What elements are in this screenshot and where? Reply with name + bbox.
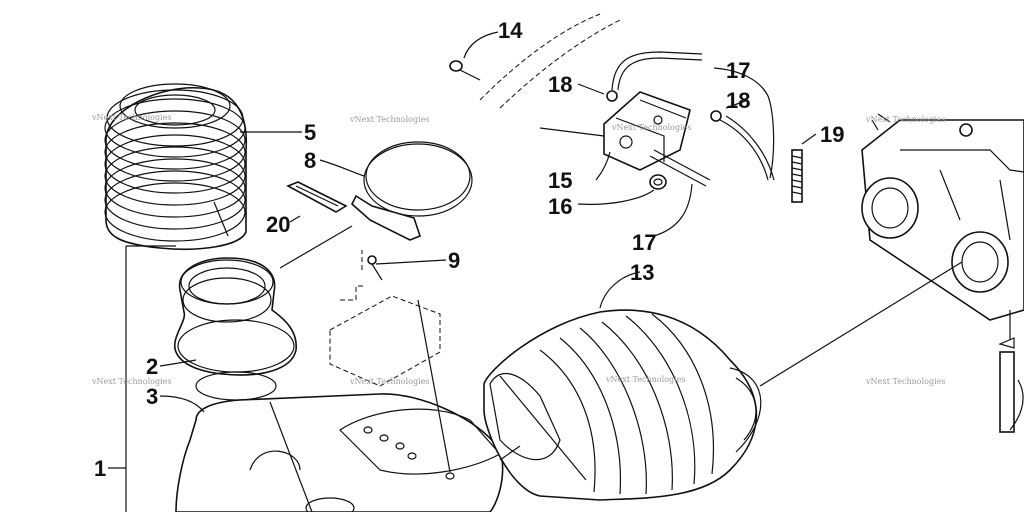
part-5-clamp (351, 141, 473, 241)
callout-20: 20 (266, 212, 290, 237)
part-13-screw (449, 60, 481, 81)
watermark: vNext Technologies (91, 113, 171, 122)
part-19-spring (791, 149, 803, 203)
carburetor-assembly (861, 113, 1024, 433)
part-14-fuel-pump (603, 91, 691, 171)
part-3-airbox (175, 393, 504, 512)
part-8-screw (367, 255, 383, 281)
callout-3: 3 (146, 384, 158, 409)
callout-17: 17 (726, 58, 750, 83)
watermark: vNext Technologies (865, 115, 945, 124)
frame-outline (479, 13, 621, 109)
callout-1: 1 (94, 456, 106, 481)
callout-15: 16 (548, 194, 572, 219)
part-18-clamps (606, 90, 722, 122)
watermark: vNext Technologies (605, 375, 685, 384)
callout-18a: 18 (548, 72, 572, 97)
leader-lines (108, 31, 963, 512)
callout-16: 17 (632, 230, 656, 255)
part-4-bellows-boot (104, 83, 248, 251)
callout-4: 5 (304, 120, 316, 145)
part-16-hose (649, 149, 711, 187)
callout-19: 19 (820, 122, 844, 147)
part-2-adapter (174, 257, 297, 401)
callout-5: 8 (304, 148, 316, 173)
watermarks: vNext Technologies vNext Technologies vN… (91, 113, 945, 386)
ghost-clip-outline (329, 250, 441, 387)
watermark: vNext Technologies (865, 377, 945, 386)
callout-18b: 18 (726, 88, 750, 113)
callout-labels: 5 8 20 9 2 3 1 13 14 18 17 18 15 16 17 1… (94, 18, 844, 481)
callout-13: 14 (498, 18, 523, 43)
watermark: vNext Technologies (349, 115, 429, 124)
callout-9: 13 (630, 260, 654, 285)
watermark: vNext Technologies (349, 377, 429, 386)
watermark: vNext Technologies (611, 123, 691, 132)
callout-8: 9 (448, 248, 460, 273)
callout-14: 15 (548, 168, 572, 193)
callout-2: 2 (146, 354, 158, 379)
part-20-pad (286, 181, 348, 213)
watermark: vNext Technologies (91, 377, 171, 386)
part-9-intake-duct (483, 309, 762, 501)
part-15-nut (649, 174, 667, 190)
